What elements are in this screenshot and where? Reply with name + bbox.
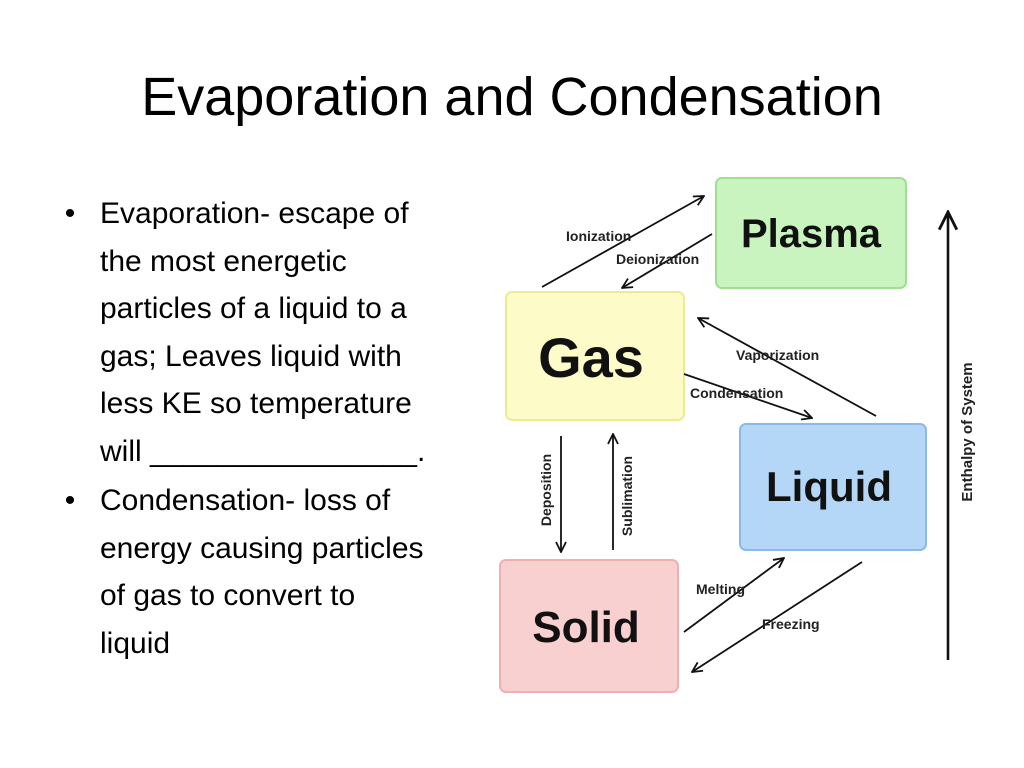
bullet-dot: • xyxy=(64,197,76,230)
sublimation-label: Sublimation xyxy=(619,456,635,536)
solid-box xyxy=(499,559,679,693)
bullet-line: Condensation- loss of xyxy=(100,484,391,517)
bullet-line: energy causing particles xyxy=(100,531,424,565)
vaporization-label: Vaporization xyxy=(736,347,819,363)
bullet-line: Evaporation- escape of xyxy=(100,197,409,230)
bullet-line: will ________________. xyxy=(100,434,426,468)
plasma-box xyxy=(715,177,907,289)
bullet-dot: • xyxy=(64,484,76,517)
gas-label: Gas xyxy=(538,326,644,389)
freezing-label: Freezing xyxy=(762,616,820,632)
bullet-line: of gas to convert to xyxy=(100,579,356,612)
plasma-label: Plasma xyxy=(741,212,882,256)
bullet-line: less KE so temperature xyxy=(100,387,412,420)
freezing-arrow xyxy=(692,561,863,672)
bullet-list: • Evaporation- escape of the most energe… xyxy=(58,190,498,669)
liquid-label: Liquid xyxy=(766,463,892,510)
slide-title: Evaporation and Condensation xyxy=(141,67,883,127)
liquid-box xyxy=(739,423,927,551)
deionization-label: Deionization xyxy=(616,251,699,267)
deposition-label: Deposition xyxy=(538,454,554,526)
bullet-line: liquid xyxy=(100,626,171,660)
solid-label: Solid xyxy=(532,603,640,652)
bullet-condensation: • Condensation- loss of energy causing p… xyxy=(58,477,498,667)
condensation-arrow xyxy=(683,373,812,418)
bullet-line: particles of a liquid to a xyxy=(100,292,407,325)
deionization-arrow xyxy=(622,233,713,288)
bullet-line: the most energetic xyxy=(100,244,347,278)
gas-box xyxy=(505,291,685,421)
vaporization-arrow xyxy=(698,318,877,417)
enthalpy-axis-label: Enthalpy of System xyxy=(959,362,976,501)
bullet-line: gas; Leaves liquid with xyxy=(100,339,402,373)
melting-label: Melting xyxy=(696,581,745,597)
condensation-label: Condensation xyxy=(690,385,783,401)
ionization-arrow xyxy=(541,196,704,288)
ionization-label: Ionization xyxy=(566,228,631,244)
bullet-evaporation: • Evaporation- escape of the most energe… xyxy=(58,190,498,475)
melting-arrow xyxy=(683,558,784,633)
